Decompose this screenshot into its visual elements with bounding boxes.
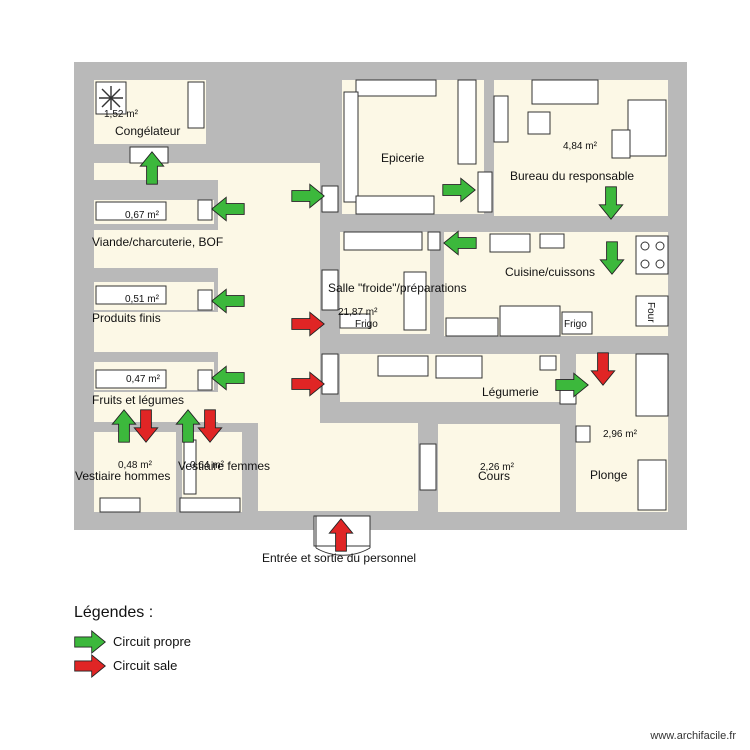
room-area-plonge: 2,96 m² [603,429,638,440]
room-area-fruits: 0,47 m² [126,374,161,385]
room-name-cours: Cours [478,469,510,483]
room-area-cours: 2,26 m² [480,462,515,473]
room-name-epicerie: Epicerie [381,151,425,165]
entrance-door [315,516,371,556]
room-area-vestiaire-hommes: 0,48 m² [118,460,153,471]
snowflake-icon [99,86,123,110]
room-name-vestiaire-hommes: Vestiaire hommes [75,469,170,483]
archifacile-credit: www.archifacile.fr [650,730,736,742]
furniture [95,79,669,547]
room-name-fruits: Fruits et légumes [92,393,184,407]
fixture-frigo-1: Frigo [355,319,378,330]
room-name-bureau: Bureau du responsable [510,169,634,183]
legend-title: Légendes : [74,604,154,621]
room-area-congelateur: 1,52 m² [104,109,139,120]
fixture-four: Four [645,302,656,323]
legend-dirty-arrow [74,654,106,678]
room-name-salle-froide: Salle "froide"/préparations [328,281,467,295]
room-name-produits: Produits finis [92,311,161,325]
room-area-salle-froide: 21,87 m² [338,307,378,318]
room-name-plonge: Plonge [590,468,628,482]
legend-dirty-label: Circuit sale [113,658,178,673]
room-name-viande: Viande/charcuterie, BOF [92,235,223,249]
entrance-label: Entrée et sortie du personnel [262,551,416,565]
room-name-congelateur: Congélateur [115,124,180,138]
room-area-bureau: 4,84 m² [563,141,598,152]
room-area-viande: 0,67 m² [125,210,160,221]
room-name-cuisine: Cuisine/cuissons [505,265,595,279]
room-area-vestiaire-femmes: 0,64 m² [190,460,225,471]
fixture-frigo-2: Frigo [564,319,587,330]
stove-icon [640,241,665,269]
room-area-produits: 0,51 m² [125,294,160,305]
legend-clean-arrow [74,630,106,654]
room-name-legumerie: Légumerie [482,385,539,399]
legend-clean-label: Circuit propre [113,634,192,649]
room-name-vestiaire-femmes: Vestiaire femmes [178,459,270,473]
